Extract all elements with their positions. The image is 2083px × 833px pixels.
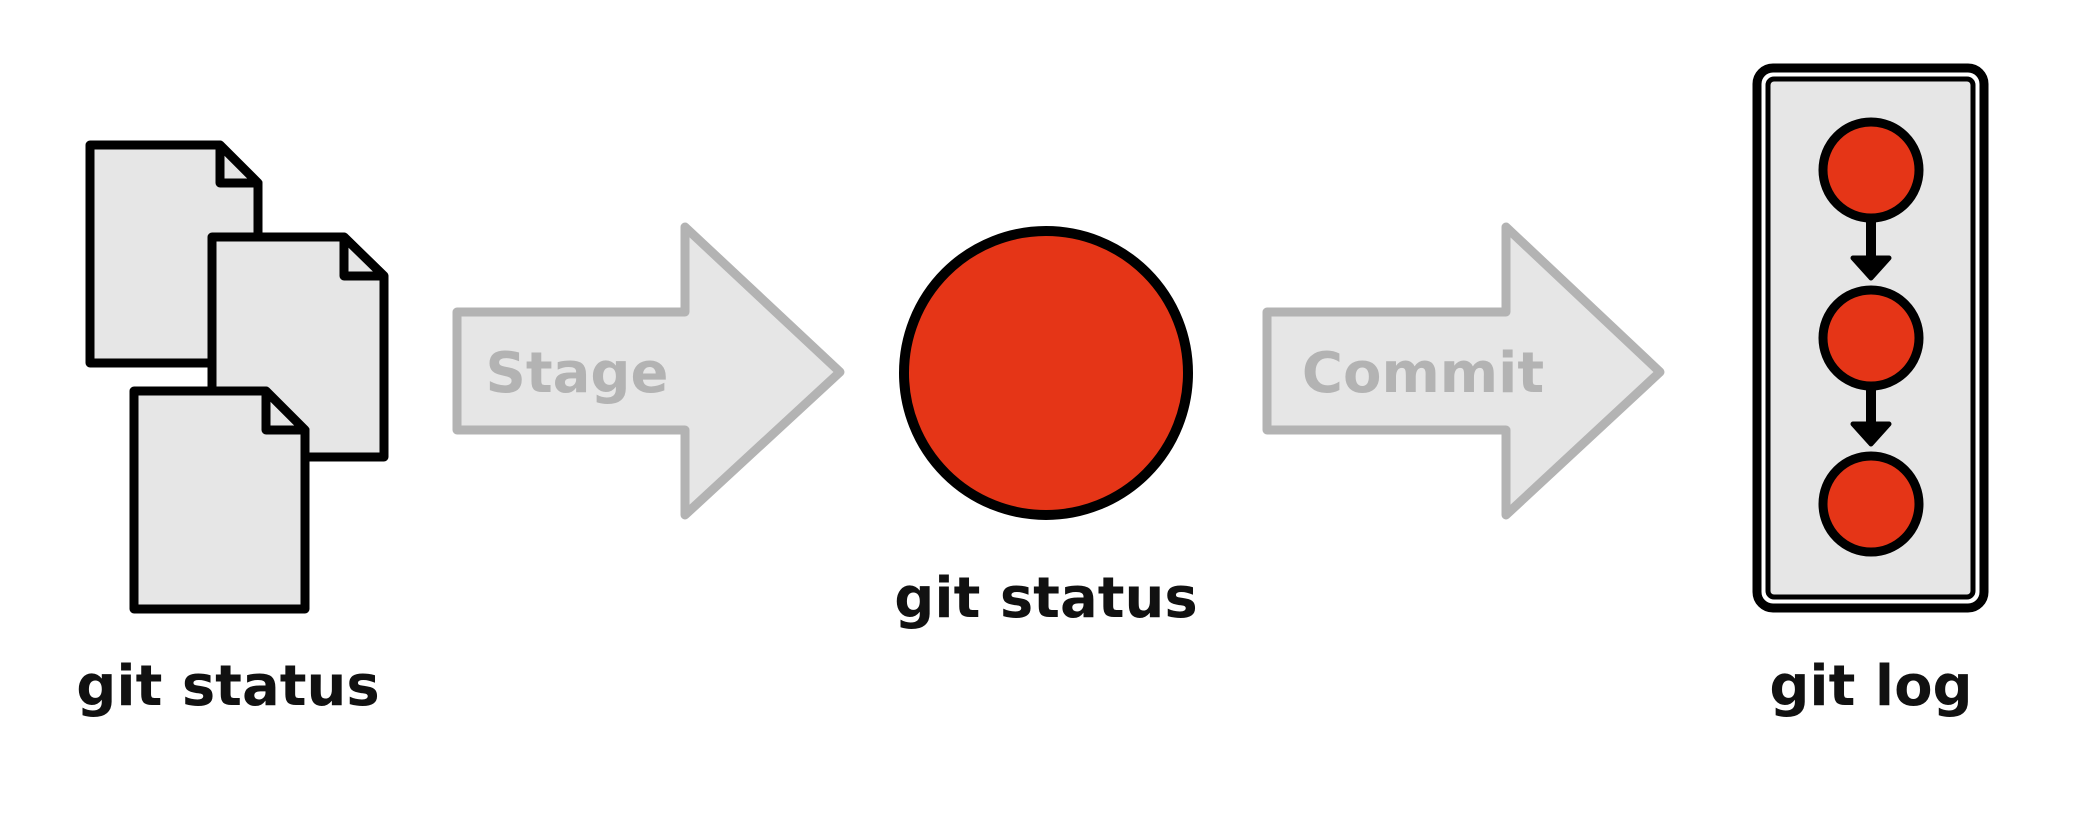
file-page-icon xyxy=(129,386,310,614)
stacked-files-icon xyxy=(85,140,389,614)
stage-arrow-icon: Stage xyxy=(452,222,845,520)
down-arrow-icon xyxy=(1850,222,1892,281)
commit-node-icon xyxy=(1818,285,1924,391)
down-arrow-icon xyxy=(1850,390,1892,447)
step-label: git status xyxy=(76,654,379,719)
commit-arrow-icon: Commit xyxy=(1262,222,1665,520)
commit-node-icon xyxy=(1818,117,1924,223)
step-label: git status xyxy=(894,566,1197,631)
staged-circle-icon xyxy=(899,226,1193,520)
commit-node-icon xyxy=(1818,451,1924,557)
commit-log-icon xyxy=(1752,63,1989,613)
stage-arrow-label: Stage xyxy=(486,341,669,406)
commit-arrow-label: Commit xyxy=(1302,341,1544,406)
step-label: git log xyxy=(1769,654,1972,719)
